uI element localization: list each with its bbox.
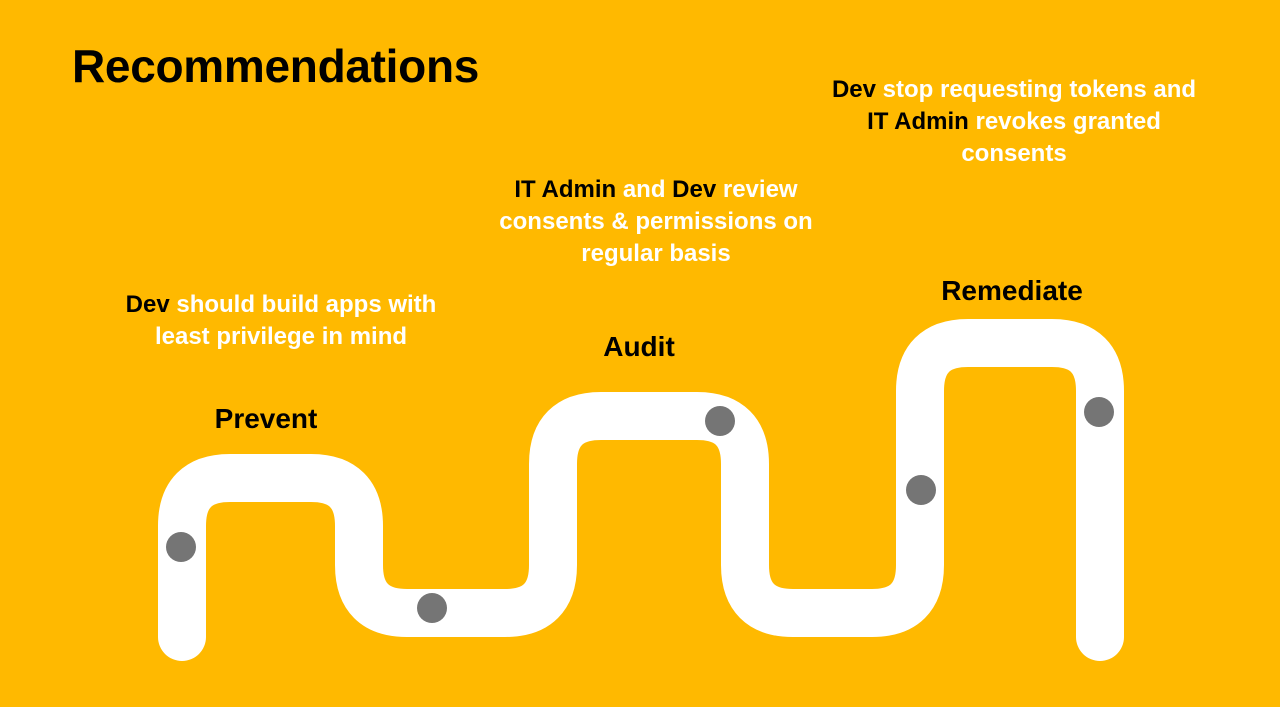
- callout-text: review consents & permissions on regular…: [499, 176, 813, 268]
- stage-title-prevent: Prevent: [214, 403, 318, 434]
- journey-marker-dot: [166, 532, 196, 562]
- stage-title-remediate: Remediate: [941, 275, 1083, 306]
- callout-text: and: [616, 176, 673, 203]
- callout-role-term: Dev: [831, 76, 876, 103]
- callout-text: stop requesting tokens and: [875, 76, 1197, 103]
- journey-marker-dot: [1084, 397, 1114, 427]
- callout-role-term: Dev: [672, 176, 717, 203]
- callout-audit: IT Admin and Dev review consents & permi…: [470, 174, 842, 270]
- journey-marker-dot: [906, 475, 936, 505]
- callout-role-term: Dev: [125, 291, 170, 318]
- journey-path-line: [158, 319, 1124, 661]
- journey-marker-dot: [705, 406, 735, 436]
- callout-text: revokes granted consents: [961, 108, 1161, 168]
- callout-role-term: IT Admin: [514, 176, 617, 203]
- page-title: Recommendations: [72, 40, 480, 92]
- callout-text: should build apps with least privilege i…: [154, 291, 437, 351]
- callout-role-term: IT Admin: [867, 108, 969, 136]
- journey-marker-dot: [417, 593, 447, 623]
- stage-title-audit: Audit: [603, 331, 675, 362]
- callout-prevent: Dev should build apps with least privile…: [98, 289, 464, 353]
- callout-remediate: Dev stop requesting tokens and IT Admin …: [828, 74, 1200, 170]
